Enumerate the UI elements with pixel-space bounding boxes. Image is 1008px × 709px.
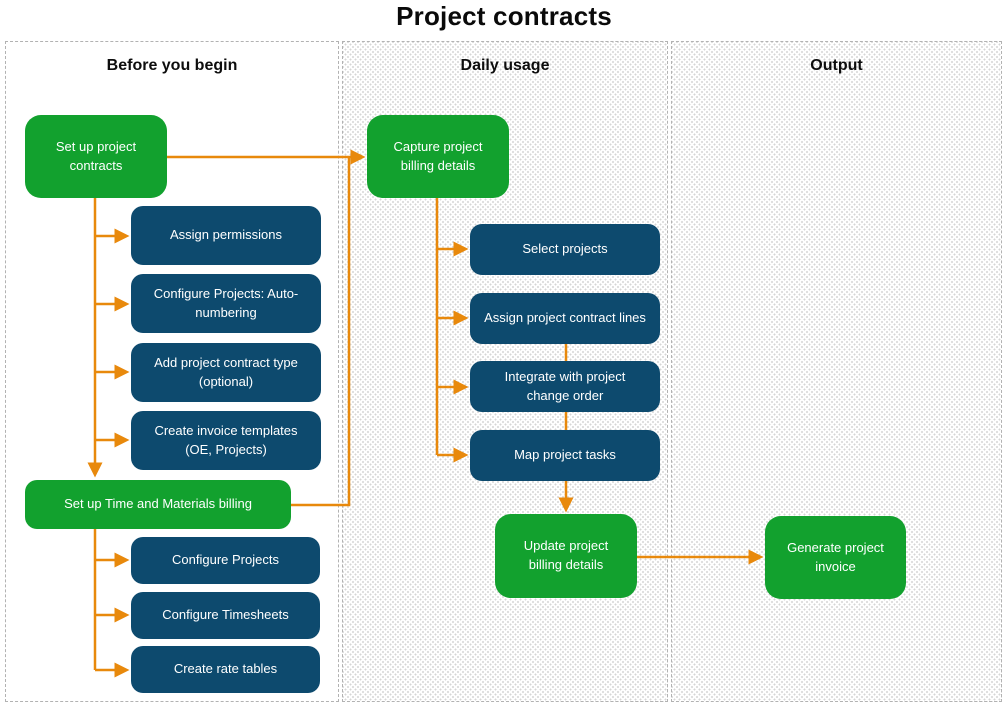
node-update-project-billing-details: Update project billing details: [495, 514, 637, 598]
node-configure-projects-auto-numbering: Configure Projects: Auto-numbering: [131, 274, 321, 333]
column-header-daily-usage: Daily usage: [460, 57, 550, 74]
node-integrate-with-project-change-order: Integrate with project change order: [470, 361, 660, 412]
node-generate-project-invoice: Generate project invoice: [765, 516, 906, 599]
node-configure-projects: Configure Projects: [131, 537, 320, 584]
node-configure-timesheets: Configure Timesheets: [131, 592, 320, 639]
node-set-up-time-and-materials-billing: Set up Time and Materials billing: [25, 480, 291, 529]
node-set-up-project-contracts: Set up project contracts: [25, 115, 167, 198]
column-header-output: Output: [810, 57, 863, 74]
node-select-projects: Select projects: [470, 224, 660, 275]
node-map-project-tasks: Map project tasks: [470, 430, 660, 481]
node-add-project-contract-type: Add project contract type (optional): [131, 343, 321, 402]
node-create-invoice-templates: Create invoice templates (OE, Projects): [131, 411, 321, 470]
column-header-before-you-begin: Before you begin: [106, 57, 238, 74]
page-title: Project contracts: [396, 1, 612, 31]
node-assign-permissions: Assign permissions: [131, 206, 321, 265]
column-output: Output: [671, 41, 1002, 702]
node-assign-project-contract-lines: Assign project contract lines: [470, 293, 660, 344]
node-create-rate-tables: Create rate tables: [131, 646, 320, 693]
node-capture-project-billing-details: Capture project billing details: [367, 115, 509, 198]
